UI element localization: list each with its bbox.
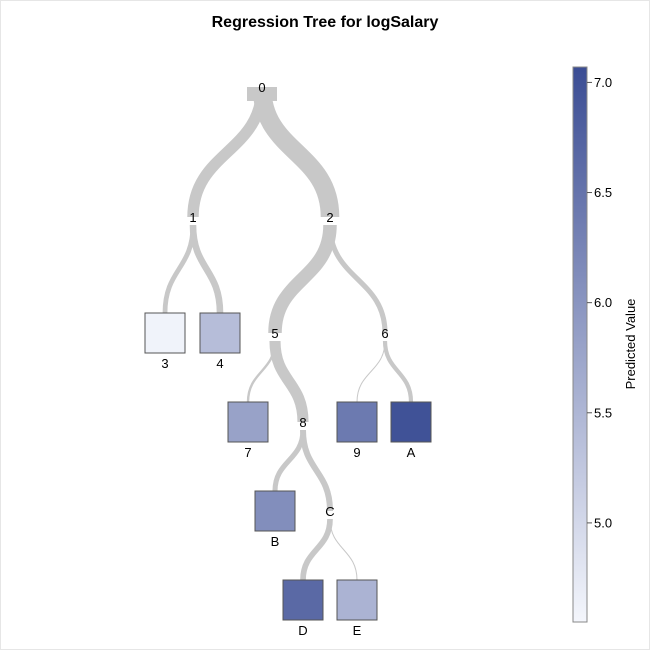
leaf-node-label-9: 9 xyxy=(353,445,360,460)
branch-1-3 xyxy=(162,224,196,314)
branch-C-D xyxy=(300,518,333,581)
branch-8-C xyxy=(300,429,333,512)
chart-title: Regression Tree for logSalary xyxy=(212,14,439,31)
split-node-label-0: 0 xyxy=(258,80,265,95)
branch-1-4 xyxy=(189,224,224,314)
colorbar-tick-label: 6.0 xyxy=(594,295,612,310)
leaf-node-7 xyxy=(227,401,269,443)
color-legend: 7.0 6.5 6.0 5.5 5.0 Predicted Value xyxy=(572,66,638,623)
split-node-label-C: C xyxy=(325,504,334,519)
colorbar-ticks: 7.0 6.5 6.0 5.5 5.0 xyxy=(587,75,612,530)
leaf-node-9 xyxy=(336,401,378,443)
branch-2-5 xyxy=(268,224,337,334)
branch-0-2 xyxy=(252,86,340,218)
leaf-node-label-7: 7 xyxy=(244,445,251,460)
split-node-label-8: 8 xyxy=(299,415,306,430)
leaf-node-A xyxy=(390,401,432,443)
branch-6-A xyxy=(382,340,414,403)
branch-0-1 xyxy=(187,86,268,218)
split-node-label-2: 2 xyxy=(326,210,333,225)
branch-6-9 xyxy=(356,340,386,403)
branch-5-8 xyxy=(269,340,309,423)
leaf-node-label-4: 4 xyxy=(216,356,223,371)
leaf-node-3 xyxy=(144,312,186,354)
leaf-node-label-E: E xyxy=(353,623,362,638)
leaf-node-E xyxy=(336,579,378,621)
leaf-node-label-A: A xyxy=(407,445,416,460)
leaf-node-label-3: 3 xyxy=(161,356,168,371)
tree-edges xyxy=(162,86,414,581)
leaf-node-4 xyxy=(199,312,241,354)
split-node-label-1: 1 xyxy=(189,210,196,225)
branch-C-E xyxy=(329,518,358,581)
colorbar-tick-label: 5.5 xyxy=(594,405,612,420)
tree-nodes: 0 1 2 5 6 8C 3 4 7 9 A B D E xyxy=(144,80,432,638)
leaf-node-label-D: D xyxy=(298,623,307,638)
split-node-label-5: 5 xyxy=(271,326,278,341)
colorbar-tick-label: 6.5 xyxy=(594,185,612,200)
leaf-node-D xyxy=(282,579,324,621)
leaf-node-label-B: B xyxy=(271,534,280,549)
colorbar-gradient xyxy=(572,66,588,623)
colorbar-tick-label: 5.0 xyxy=(594,515,612,530)
branch-2-6 xyxy=(327,224,388,334)
branch-8-B xyxy=(272,429,306,492)
root-stem xyxy=(247,87,277,101)
colorbar-label: Predicted Value xyxy=(623,299,638,390)
split-node-label-6: 6 xyxy=(381,326,388,341)
leaf-node-B xyxy=(254,490,296,532)
colorbar-tick-label: 7.0 xyxy=(594,75,612,90)
